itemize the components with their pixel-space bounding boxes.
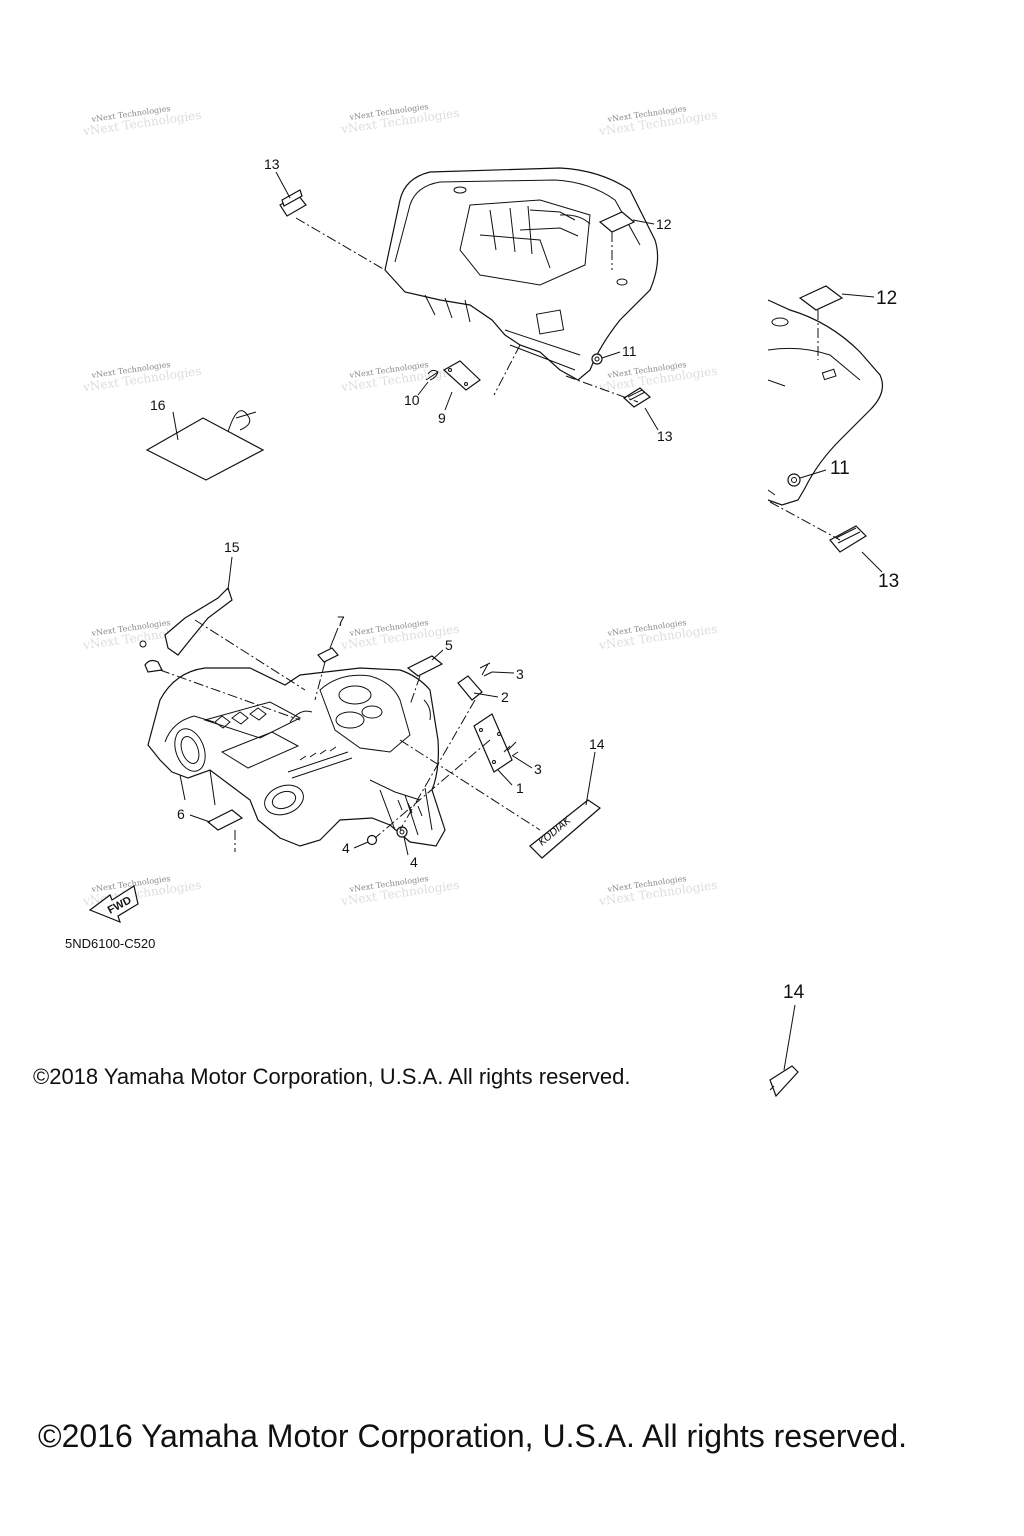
callout-leaders <box>172 171 883 1071</box>
part-14-decal-detail <box>769 1065 799 1098</box>
watermark: vNext Technologies vNext Technologies <box>597 874 718 908</box>
part-5-decal <box>406 655 444 677</box>
part-12-decal <box>598 211 636 233</box>
part-4-nut-right <box>396 826 408 838</box>
callout-13-detail: 13 <box>878 571 899 592</box>
callout-12-detail: 12 <box>876 288 897 309</box>
watermark: vNext Technologies vNext Technologies <box>339 360 460 394</box>
copyright-2018: ©2018 Yamaha Motor Corporation, U.S.A. A… <box>33 1064 631 1089</box>
rear-dashed-leaders <box>295 217 841 541</box>
part-11-washer <box>591 353 603 365</box>
callout-12: 12 <box>656 216 672 232</box>
callout-16: 16 <box>150 397 166 413</box>
part-16-label-sheet <box>145 410 265 481</box>
part-7-decal <box>317 647 339 663</box>
part-13-emblem <box>623 387 651 408</box>
front-dashed-leaders <box>159 619 541 852</box>
part-3-rivet-bottom <box>503 741 519 757</box>
callout-9: 9 <box>438 410 446 426</box>
watermark: vNext Technologies vNext Technologies <box>339 618 460 652</box>
watermark: vNext Technologies vNext Technologies <box>597 618 718 652</box>
callout-11-detail: 11 <box>830 458 850 479</box>
callout-4-right: 4 <box>410 854 418 870</box>
watermark: vNext Technologies vNext Technologies <box>81 104 202 138</box>
part-14-kodiak-decal: KODIAK <box>529 799 601 859</box>
watermark: vNext Technologies vNext Technologies <box>597 360 718 394</box>
callout-1: 1 <box>516 780 524 796</box>
fwd-arrow-icon: FWD <box>88 885 139 924</box>
callout-5: 5 <box>445 637 453 653</box>
callout-7: 7 <box>337 613 345 629</box>
part-12-decal-detail <box>798 285 844 311</box>
callout-3-top: 3 <box>516 666 524 682</box>
callout-2: 2 <box>501 689 509 705</box>
watermark: vNext Technologies vNext Technologies <box>597 104 718 138</box>
callout-4-left: 4 <box>342 840 350 856</box>
part-1-plate <box>473 713 513 773</box>
callout-11: 11 <box>622 343 637 359</box>
callout-14-detail: 14 <box>783 982 805 1003</box>
watermark: vNext Technologies vNext Technologies <box>81 874 202 908</box>
part-6-decal <box>206 809 244 831</box>
part-13-decal-top <box>279 189 307 217</box>
part-3-rivet-top <box>479 662 493 677</box>
part-15-strip <box>164 586 233 656</box>
callout-13-emblem: 13 <box>657 428 673 444</box>
part-cap <box>139 640 163 673</box>
rear-fender <box>384 167 659 381</box>
callout-13: 13 <box>264 156 280 172</box>
part-11-washer-detail <box>787 473 801 487</box>
watermark: vNext Technologies vNext Technologies <box>339 102 460 136</box>
callout-3-bottom: 3 <box>534 761 542 777</box>
part-2-bracket <box>457 675 483 701</box>
part-9-plate <box>442 360 481 391</box>
part-10-bolt <box>425 369 439 381</box>
part-4-nut-left <box>366 834 378 846</box>
callout-10: 10 <box>404 392 420 408</box>
rear-fender-detail <box>767 299 883 506</box>
callout-labels: 13 12 12 11 11 13 13 10 9 16 15 7 5 3 2 … <box>150 156 899 1003</box>
callout-6: 6 <box>177 806 185 822</box>
callout-14: 14 <box>589 736 605 752</box>
copyright-2016: ©2016 Yamaha Motor Corporation, U.S.A. A… <box>38 1418 908 1454</box>
watermark: vNext Technologies vNext Technologies <box>81 360 202 394</box>
callout-15: 15 <box>224 539 240 555</box>
part-13-emblem-detail <box>829 525 867 553</box>
front-fender <box>147 667 446 847</box>
diagram-code: 5ND6100-C520 <box>65 936 155 951</box>
watermark: vNext Technologies vNext Technologies <box>339 874 460 908</box>
